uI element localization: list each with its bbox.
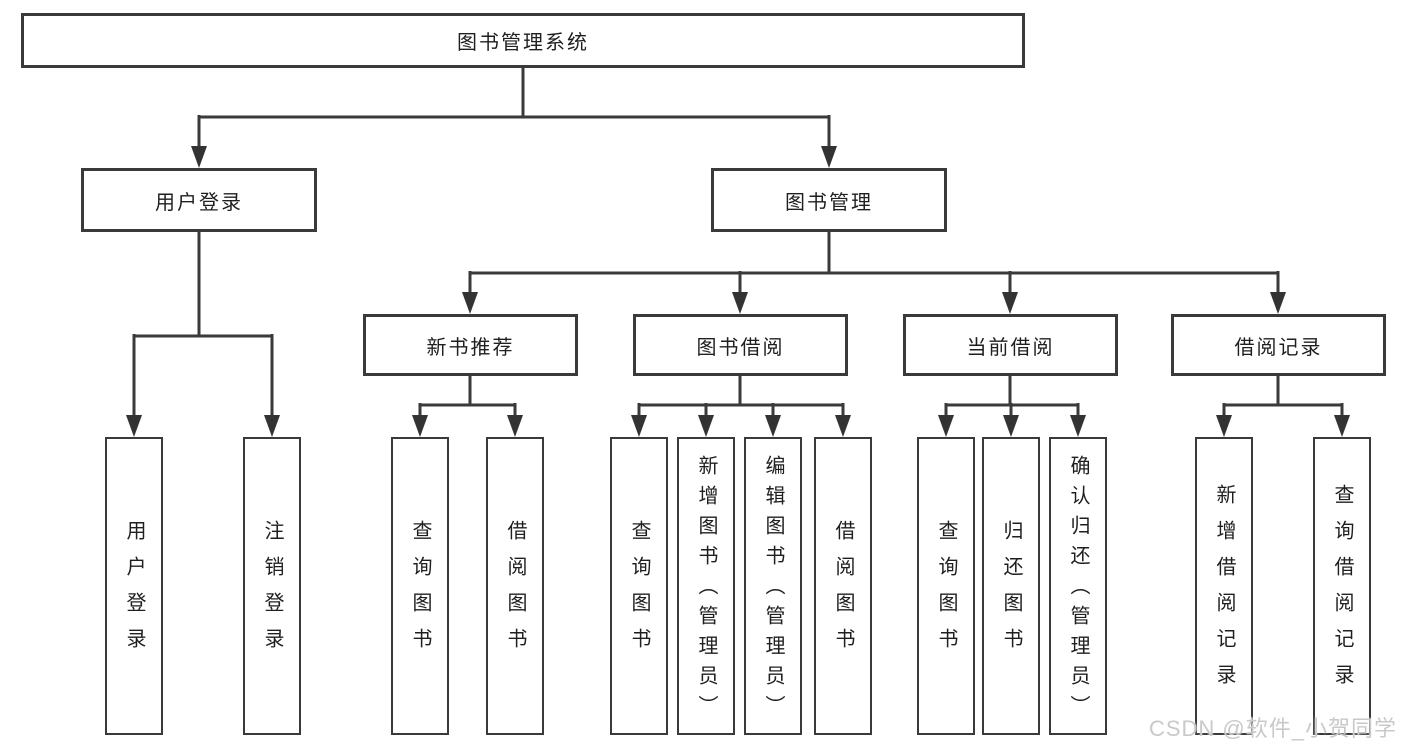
node-current-borrow: 当前借阅	[903, 314, 1118, 376]
leaf-add-borrow-record-label: 新增借阅记录	[1213, 484, 1235, 700]
leaf-query-book-current: 查询图书	[917, 437, 975, 735]
leaf-query-borrow-record-label: 查询借阅记录	[1331, 484, 1353, 700]
leaf-return-book: 归还图书	[982, 437, 1040, 735]
leaf-logout-label: 注销登录	[261, 520, 283, 664]
leaf-query-book-recommend-label: 查询图书	[409, 520, 431, 664]
leaf-add-borrow-record: 新增借阅记录	[1195, 437, 1253, 735]
node-new-book-recommend: 新书推荐	[363, 314, 578, 376]
leaf-confirm-return-admin-label: 确认归还（管理员）	[1067, 455, 1089, 725]
node-book-borrow-label: 图书借阅	[696, 336, 785, 359]
node-book-management: 图书管理	[711, 168, 947, 232]
node-book-management-label: 图书管理	[785, 191, 873, 214]
leaf-add-book-admin: 新增图书（管理员）	[677, 437, 735, 735]
leaf-query-borrow-record: 查询借阅记录	[1313, 437, 1371, 735]
watermark: CSDN @软件_小贺同学	[1148, 716, 1397, 741]
node-current-borrow-label: 当前借阅	[966, 336, 1055, 359]
leaf-query-book-recommend: 查询图书	[391, 437, 449, 735]
node-library-system-label: 图书管理系统	[457, 32, 589, 54]
leaf-borrow-book-recommend: 借阅图书	[486, 437, 544, 735]
leaf-query-book-current-label: 查询图书	[935, 520, 957, 664]
node-book-borrow: 图书借阅	[633, 314, 848, 376]
node-new-book-recommend-label: 新书推荐	[426, 336, 515, 359]
leaf-edit-book-admin: 编辑图书（管理员）	[744, 437, 802, 735]
leaf-borrow-book-recommend-label: 借阅图书	[504, 520, 526, 664]
leaf-add-book-admin-label: 新增图书（管理员）	[695, 455, 717, 725]
leaf-query-book-borrow-label: 查询图书	[628, 520, 650, 664]
node-user-login: 用户登录	[81, 168, 317, 232]
leaf-edit-book-admin-label: 编辑图书（管理员）	[762, 455, 784, 725]
node-borrow-records-label: 借阅记录	[1234, 336, 1323, 359]
leaf-confirm-return-admin: 确认归还（管理员）	[1049, 437, 1107, 735]
leaf-logout: 注销登录	[243, 437, 301, 735]
node-library-system: 图书管理系统	[21, 13, 1025, 68]
leaf-borrow-book: 借阅图书	[814, 437, 872, 735]
node-borrow-records: 借阅记录	[1171, 314, 1386, 376]
node-user-login-label: 用户登录	[155, 191, 243, 214]
leaf-borrow-book-label: 借阅图书	[832, 520, 854, 664]
leaf-return-book-label: 归还图书	[1000, 520, 1022, 664]
leaf-user-login-label: 用户登录	[123, 520, 145, 664]
leaf-user-login: 用户登录	[105, 437, 163, 735]
leaf-query-book-borrow: 查询图书	[610, 437, 668, 735]
